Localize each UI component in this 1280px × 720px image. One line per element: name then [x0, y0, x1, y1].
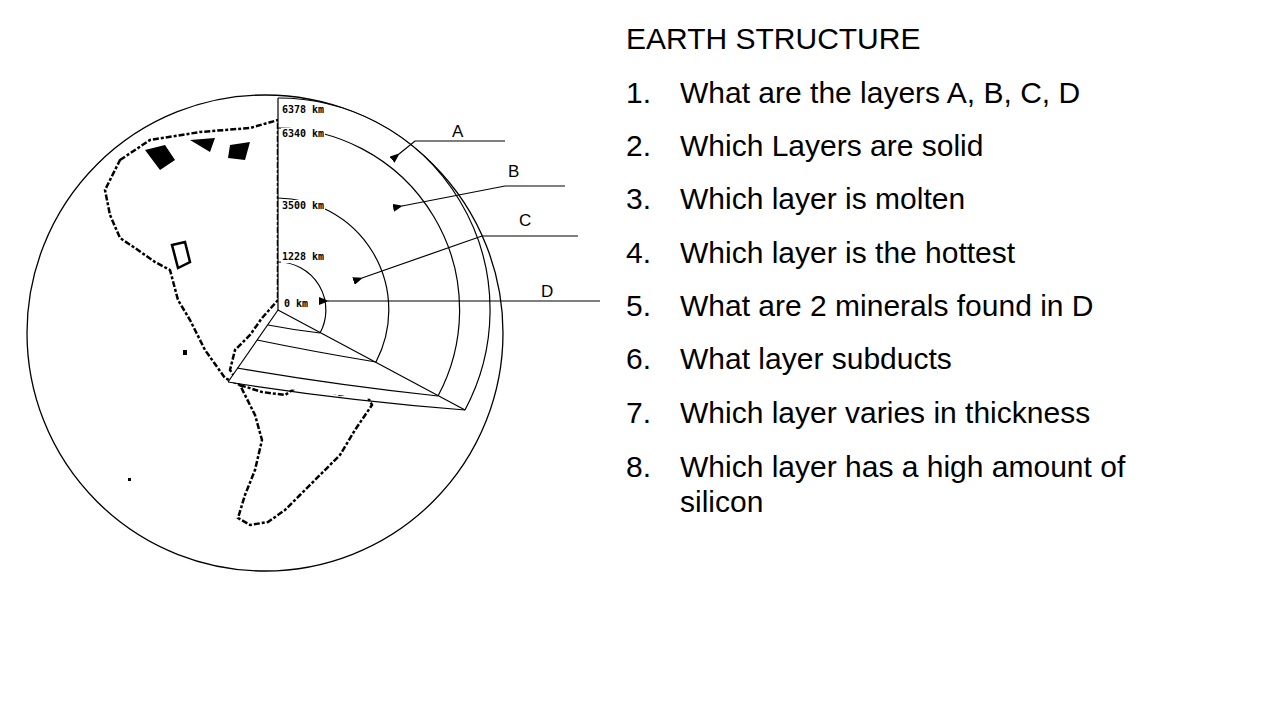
leader-lines	[328, 141, 600, 301]
cut-floor	[257, 340, 376, 362]
depth-label: 3500 km	[281, 200, 325, 212]
crust-mantle-boundary	[278, 128, 460, 396]
question-text: What are 2 minerals found in D	[680, 289, 1094, 324]
lake	[172, 242, 190, 268]
arctic-islands	[145, 138, 250, 170]
leader-c	[362, 236, 578, 278]
mantle-core-boundary	[278, 198, 389, 362]
depth-label: 6340 km	[281, 128, 325, 140]
south-america	[238, 385, 372, 525]
question-number: 8.	[626, 450, 651, 485]
layer-letter: C	[519, 211, 531, 231]
question-number: 4.	[626, 236, 651, 271]
cut-floor-outer	[228, 382, 465, 410]
title: EARTH STRUCTURE	[626, 22, 920, 57]
question-number: 2.	[626, 129, 651, 164]
north-america	[105, 120, 278, 385]
cut-face-edge	[277, 98, 278, 310]
layer-letter: D	[541, 282, 553, 302]
cut-floor	[237, 368, 438, 396]
question-number: 6.	[626, 342, 651, 377]
depth-label: 1228 km	[281, 251, 325, 263]
question-text: Which layer is molten	[680, 182, 965, 217]
leader-a	[399, 141, 505, 154]
question-number: 7.	[626, 396, 651, 431]
layer-boundaries	[228, 98, 490, 410]
cut-face-edge	[278, 310, 465, 410]
depth-label: 0 km	[283, 298, 309, 310]
layer-letter: B	[508, 162, 519, 182]
question-text: Which layer is the hottest	[680, 236, 1015, 271]
depth-label: 6378 km	[281, 104, 325, 116]
question-number: 3.	[626, 182, 651, 217]
question-text: Which Layers are solid	[680, 129, 983, 164]
question-text: Which layer varies in thickness	[680, 396, 1090, 431]
question-number: 5.	[626, 289, 651, 324]
leader-d	[328, 300, 600, 301]
leader-b	[402, 186, 565, 206]
question-text: What layer subducts	[680, 342, 952, 377]
globe-outline	[27, 95, 503, 571]
question-text: Which layer has a high amount of silicon	[680, 450, 1160, 519]
question-text: What are the layers A, B, C, D	[680, 76, 1080, 111]
island	[128, 478, 131, 481]
cut-floor	[268, 325, 320, 333]
layer-letter: A	[452, 122, 463, 142]
island	[183, 350, 187, 355]
crust-outer	[278, 98, 490, 410]
question-number: 1.	[626, 76, 651, 111]
